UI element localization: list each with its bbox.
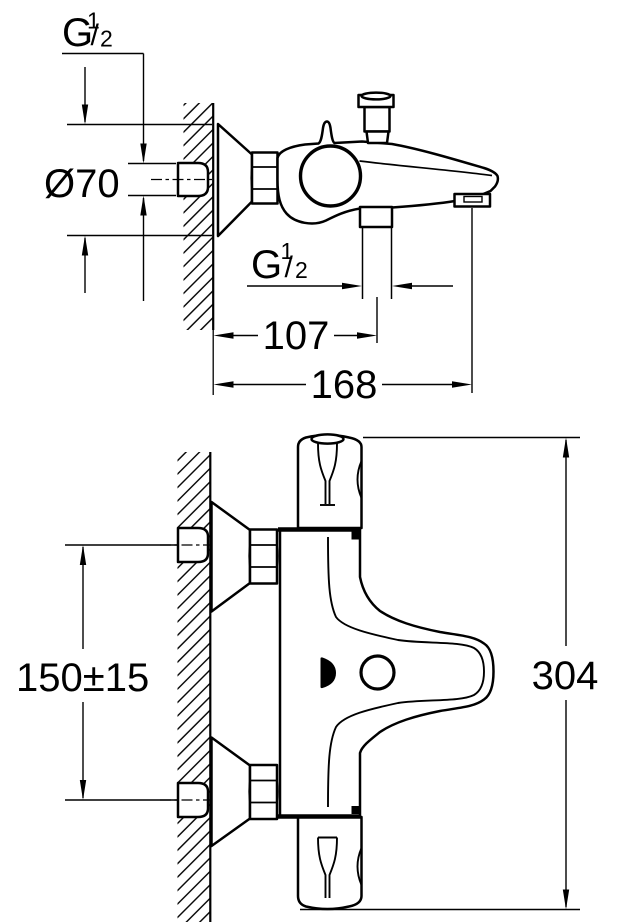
top-knob <box>296 433 363 530</box>
dim-150-label: 150±15 <box>16 656 149 700</box>
wall-hatch <box>183 103 213 330</box>
lower-escutcheon <box>210 736 252 848</box>
dim-107: 107 <box>213 297 378 358</box>
dim-wall-thread-denominator: 2 <box>100 26 113 52</box>
bottom-knob-grip-arc <box>356 847 363 886</box>
wall-union-pipe <box>176 161 210 198</box>
upper-escutcheon <box>210 500 252 613</box>
shower-outlet-stub <box>358 205 394 299</box>
hex-nut-side <box>250 151 280 205</box>
bottom-knob <box>296 815 363 911</box>
spout-outlet-circle <box>359 654 396 691</box>
dim-escutcheon-diameter: Ø70 <box>44 67 212 293</box>
thermostat-handle-side <box>298 144 363 208</box>
spout-crease-line <box>359 160 493 177</box>
spout-inner-line <box>327 536 485 808</box>
dim-wall-thread-prefix: G <box>62 11 93 55</box>
dim-shower-thread-slash: / <box>285 251 294 284</box>
wall-hatch-front <box>177 452 210 922</box>
dim-wall-thread: G 1 / 2 <box>62 8 176 301</box>
diverter-knob <box>357 91 395 145</box>
indicator-mark <box>320 657 336 689</box>
lower-union-pipe <box>176 781 210 819</box>
side-view: G 1 / 2 Ø70 G 1 / 2 <box>44 8 500 407</box>
dim-168: 168 <box>213 208 473 407</box>
dim-shower-thread-numerator: 1 <box>281 238 294 264</box>
dim-107-label: 107 <box>263 314 330 358</box>
dim-304: 304 <box>300 436 599 911</box>
dim-150: 150±15 <box>16 545 149 800</box>
bottom-stop-notch <box>351 806 360 814</box>
dim-304-label: 304 <box>532 654 599 698</box>
aerator <box>453 192 492 208</box>
lower-hex-nut <box>248 763 279 821</box>
dim-wall-thread-slash: / <box>91 19 100 52</box>
dim-shower-thread-prefix: G <box>251 243 282 287</box>
upper-hex-nut <box>248 528 279 585</box>
escutcheon-side <box>216 122 254 238</box>
top-stop-notch <box>351 531 360 540</box>
dim-escutcheon-diameter-label: Ø70 <box>44 162 120 206</box>
front-view: 150±15 304 <box>16 433 599 922</box>
dim-168-label: 168 <box>311 363 378 407</box>
upper-union-pipe <box>176 526 210 564</box>
top-knob-grip-arc <box>356 460 363 499</box>
dim-shower-thread-denominator: 2 <box>295 257 308 283</box>
dim-shower-thread: G 1 / 2 <box>247 238 453 290</box>
dim-wall-thread-numerator: 1 <box>87 8 100 34</box>
